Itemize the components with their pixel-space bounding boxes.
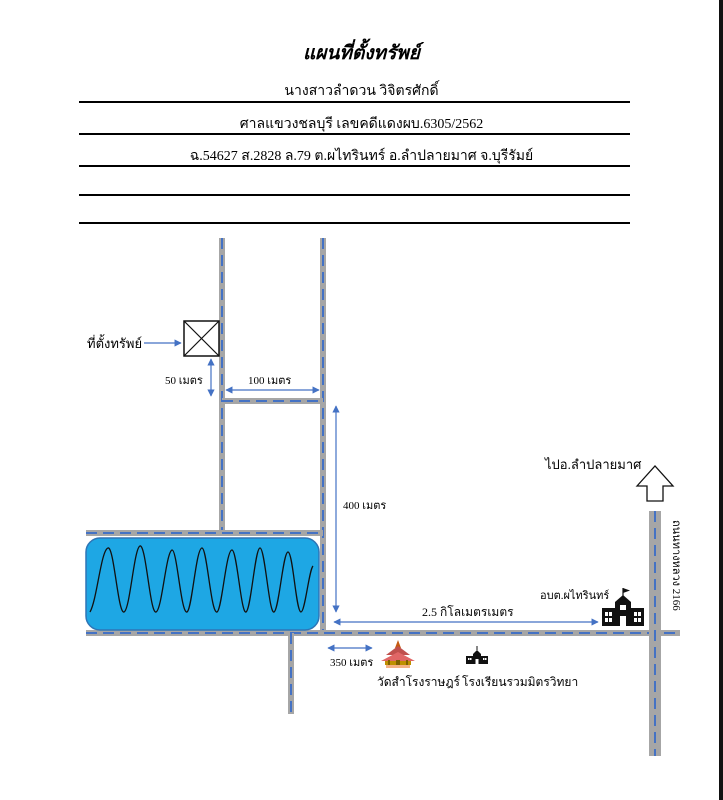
- highway-label: ถนนทางหลวง 2166: [670, 520, 682, 611]
- property-label: ที่ตั้งทรัพย์: [87, 334, 142, 351]
- owner-name: นางสาวลำดวน วิจิตรศักดิ์: [284, 84, 439, 99]
- dist-2-5km-label: 2.5 กิโลเมตรเมตร: [422, 605, 514, 619]
- divider: [79, 222, 630, 224]
- temple-icon: [381, 640, 415, 668]
- map-title: แผนที่ตั้งทรัพย์: [303, 43, 420, 64]
- land-deed: ฉ.54627 ส.2828 ล.79 ต.ผไทรินทร์ อ.ลำปลาย…: [189, 149, 534, 164]
- temple-label: วัดสำโรงราษฎร์: [377, 675, 460, 689]
- water-body: [85, 537, 320, 631]
- divider: [79, 165, 630, 167]
- school-icon: [466, 646, 488, 664]
- road-network: [86, 238, 680, 756]
- dist-100-label: 100 เมตร: [248, 375, 291, 387]
- page-border: [719, 0, 723, 800]
- dist-350-label: 350 เมตร: [330, 657, 373, 669]
- sao-office-label: อบต.ผไทรินทร์: [540, 589, 609, 602]
- property-marker: [183, 320, 220, 357]
- sao-office-icon: [602, 588, 644, 626]
- north-arrow-icon: [635, 465, 675, 502]
- divider: [79, 101, 630, 103]
- dist-50-label: 50 เมตร: [165, 375, 203, 387]
- dist-400-label: 400 เมตร: [343, 500, 386, 512]
- divider: [79, 133, 630, 135]
- divider: [79, 194, 630, 196]
- school-label: โรงเรียนรวมมิตรวิทยา: [462, 675, 578, 689]
- court-case: ศาลแขวงชลบุรี เลขคดีแดงผบ.6305/2562: [239, 117, 484, 132]
- direction-label: ไปอ.ลำปลายมาศ: [544, 457, 642, 472]
